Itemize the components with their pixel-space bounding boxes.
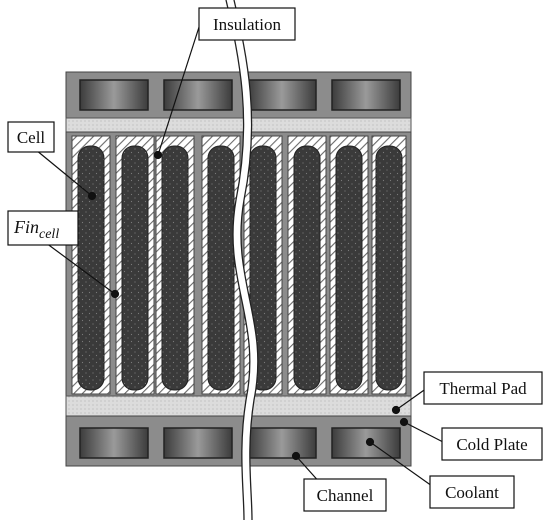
bottom-cold-plate — [65, 415, 412, 467]
svg-text:Cell: Cell — [17, 128, 46, 147]
cell — [77, 145, 105, 391]
cell — [249, 145, 277, 391]
cell-group — [71, 135, 407, 395]
svg-text:Fincell: Fincell — [13, 217, 59, 242]
cell-pocket — [115, 135, 155, 395]
label-cell: Cell — [7, 121, 55, 153]
cell — [375, 145, 403, 391]
cell-pocket — [371, 135, 407, 395]
label-insulation: Insulation — [198, 7, 296, 41]
break-line — [225, 0, 259, 521]
bottom-thermal-pad — [65, 395, 412, 417]
leader-lines — [35, 23, 444, 495]
label-channel: Channel — [303, 478, 387, 512]
bottom-channel — [79, 427, 149, 459]
cell-pocket — [71, 135, 111, 395]
label-thermal-pad: Thermal Pad — [423, 371, 543, 405]
label-cold-plate: Cold Plate — [441, 427, 543, 461]
bottom-channel — [163, 427, 233, 459]
cell — [161, 145, 189, 391]
svg-text:Channel: Channel — [317, 486, 374, 505]
top-channel — [163, 79, 233, 111]
svg-text:Thermal Pad: Thermal Pad — [439, 379, 527, 398]
svg-text:Coolant: Coolant — [445, 483, 499, 502]
top-channel — [79, 79, 149, 111]
top-thermal-pad — [65, 117, 412, 133]
bottom-channel — [331, 427, 401, 459]
bottom-channel — [247, 427, 317, 459]
cell-pocket — [287, 135, 327, 395]
cell — [293, 145, 321, 391]
top-cold-plate — [65, 71, 412, 121]
cell-pocket — [155, 135, 195, 395]
cell — [335, 145, 363, 391]
cell-pocket — [201, 135, 241, 395]
cell-pocket — [329, 135, 369, 395]
cell — [207, 145, 235, 391]
label-coolant: Coolant — [429, 475, 515, 509]
label-fin-cell: Fincell — [7, 210, 79, 246]
svg-text:Cold Plate: Cold Plate — [456, 435, 527, 454]
cell — [121, 145, 149, 391]
svg-text:Insulation: Insulation — [213, 15, 281, 34]
top-channel — [247, 79, 317, 111]
top-channel — [331, 79, 401, 111]
